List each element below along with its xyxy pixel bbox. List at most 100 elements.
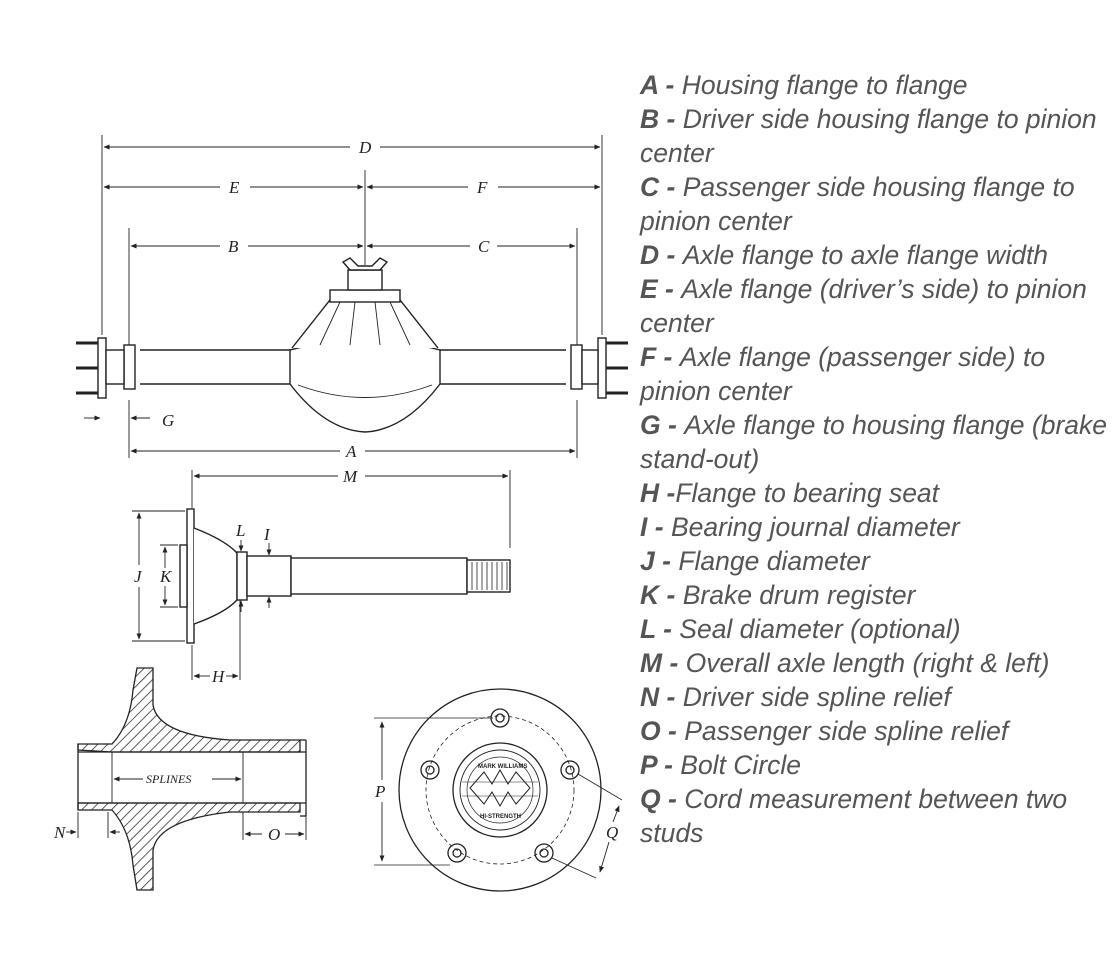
label-j: J	[134, 567, 143, 586]
stud-holes	[420, 708, 580, 863]
legend-entry-g: G - Axle flange to housing flange (brake…	[640, 408, 1110, 476]
legend-key: B	[640, 104, 660, 134]
legend-description: Flange diameter	[678, 546, 870, 576]
label-g: G	[162, 411, 174, 430]
legend-key: P	[640, 750, 657, 780]
label-i: I	[263, 525, 271, 544]
axle-diagram: D E F B C G A	[53, 135, 628, 892]
label-d: D	[358, 138, 372, 157]
label-o: O	[268, 825, 280, 844]
legend-entry-p: P - Bolt Circle	[640, 748, 1110, 782]
legend-key: G	[640, 410, 661, 440]
dimension-labels-hub: SPLINES N O	[53, 772, 280, 844]
legend-key: C	[640, 172, 660, 202]
label-h: H	[211, 667, 226, 686]
legend-key: K	[640, 580, 660, 610]
legend-separator: -	[659, 172, 683, 202]
legend-separator: -	[659, 580, 683, 610]
label-a: A	[345, 442, 357, 461]
legend-entry-n: N - Driver side spline relief	[640, 680, 1110, 714]
legend-separator: -	[659, 240, 683, 270]
label-q: Q	[606, 823, 618, 842]
legend-description: Passenger side spline relief	[684, 716, 1009, 746]
legend-entry-j: J - Flange diameter	[640, 544, 1110, 578]
legend-entry-f: F - Axle flange (passenger side) to pini…	[640, 340, 1110, 408]
legend-entry-e: E - Axle flange (driver’s side) to pinio…	[640, 272, 1110, 340]
legend-entry-i: I - Bearing journal diameter	[640, 510, 1110, 544]
label-c: C	[478, 237, 490, 256]
legend-description: Axle flange (passenger side) to pinion c…	[640, 342, 1046, 406]
legend-description: Brake drum register	[682, 580, 916, 610]
legend-separator: -	[654, 546, 679, 576]
legend-entry-c: C - Passenger side housing flange to pin…	[640, 170, 1110, 238]
legend-entry-l: L - Seal diameter (optional)	[640, 612, 1110, 646]
legend-entry-h: H -Flange to bearing seat	[640, 476, 1110, 510]
legend-separator: -	[660, 784, 685, 814]
dimension-labels-top: D E F B C G A	[162, 138, 490, 461]
label-k: K	[159, 567, 173, 586]
legend-description: Flange to bearing seat	[675, 478, 940, 508]
label-b: B	[228, 237, 239, 256]
legend-description: Bearing journal diameter	[670, 512, 960, 542]
legend-entry-d: D - Axle flange to axle flange width	[640, 238, 1110, 272]
legend-entry-o: O - Passenger side spline relief	[640, 714, 1110, 748]
axle-housing-drawing	[76, 135, 628, 458]
badge-top-text: MARK WILLIAMS	[478, 764, 527, 770]
dimension-labels-shaft: M J K L I H	[134, 467, 358, 686]
legend-separator: -	[660, 410, 685, 440]
dimension-lines-face	[379, 721, 620, 873]
legend-description: Driver side housing flange to pinion cen…	[640, 104, 1097, 168]
label-e: E	[228, 178, 240, 197]
legend-description: Housing flange to flange	[681, 70, 968, 100]
dimension-lines-top	[84, 144, 601, 454]
legend-separator: -	[656, 750, 681, 780]
legend-key: J	[640, 546, 655, 576]
legend-key: F	[640, 342, 657, 372]
legend-separator: -	[659, 682, 683, 712]
dimension-lines-hub	[66, 776, 305, 837]
legend-separator: -	[659, 478, 676, 508]
legend-key: M	[640, 648, 663, 678]
legend-separator: -	[647, 512, 671, 542]
legend-separator: -	[657, 274, 682, 304]
legend-key: D	[640, 240, 660, 270]
axle-shaft-drawing	[132, 470, 511, 680]
label-p: P	[374, 782, 385, 801]
legend-separator: -	[656, 342, 680, 372]
legend-entry-q: Q - Cord measurement between two studs	[640, 782, 1110, 850]
legend-description: Seal diameter (optional)	[679, 614, 961, 644]
legend-entry-k: K - Brake drum register	[640, 578, 1110, 612]
legend-description: Driver side spline relief	[682, 682, 951, 712]
legend-description: Axle flange (driver’s side) to pinion ce…	[640, 274, 1087, 338]
legend-description: Bolt Circle	[680, 750, 802, 780]
legend-description: Overall axle length (right & left)	[685, 648, 1050, 678]
legend-description: Axle flange to housing flange (brake sta…	[640, 410, 1107, 474]
dimension-lines-shaft	[136, 473, 509, 679]
spline-hub-section	[77, 667, 307, 891]
label-f: F	[476, 178, 488, 197]
legend-key: O	[640, 716, 661, 746]
legend-separator: -	[659, 104, 683, 134]
badge-bottom-text: HI-STRENGTH	[480, 814, 521, 820]
legend-description: Passenger side housing flange to pinion …	[640, 172, 1075, 236]
legend-key: A	[640, 70, 659, 100]
legend-separator: -	[660, 716, 685, 746]
legend-entry-b: B - Driver side housing flange to pinion…	[640, 102, 1110, 170]
legend-key: Q	[640, 784, 661, 814]
legend-key: N	[640, 682, 660, 712]
legend-key: I	[640, 512, 648, 542]
dimension-labels-face: P Q MARK WILLIAMS HI-STRENGTH	[374, 764, 618, 842]
legend-entry-m: M - Overall axle length (right & left)	[640, 646, 1110, 680]
label-splines: SPLINES	[146, 772, 191, 786]
legend-description: Cord measurement between two studs	[640, 784, 1068, 848]
label-m: M	[342, 467, 358, 486]
legend-separator: -	[662, 648, 686, 678]
label-l: L	[235, 521, 245, 540]
flange-face-view	[374, 688, 623, 892]
legend-key: E	[640, 274, 658, 304]
legend-entry-a: A - Housing flange to flange	[640, 68, 1110, 102]
legend-description: Axle flange to axle flange width	[682, 240, 1049, 270]
label-n: N	[53, 823, 67, 842]
legend-separator: -	[658, 70, 682, 100]
